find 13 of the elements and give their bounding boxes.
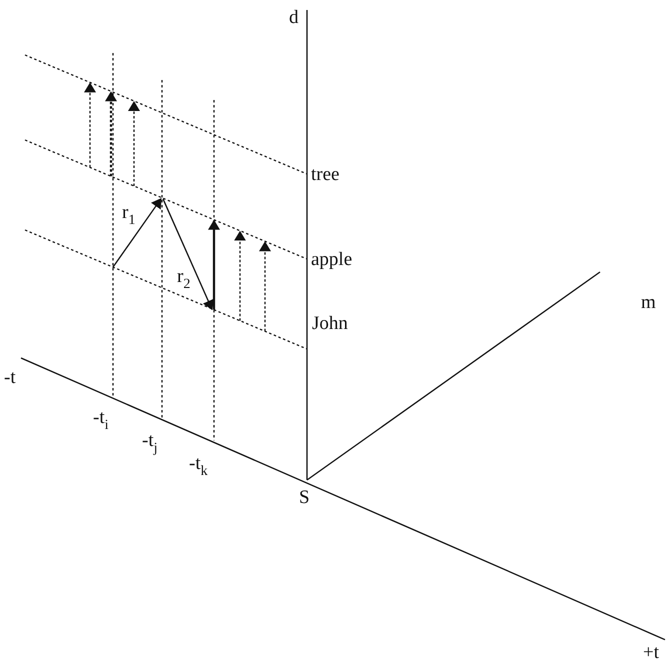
tick-label: -t$_{i}$ (93, 408, 108, 433)
axis-label: d (289, 8, 298, 27)
axis-label: m (641, 293, 656, 312)
row-label: tree (311, 165, 340, 184)
origin-label: S (299, 488, 310, 507)
axis-label: -t (4, 368, 16, 387)
axis-label: +t (643, 643, 659, 662)
arrow-label: r$_{1}$ (122, 203, 136, 228)
tick-label: -t$_{k}$ (189, 454, 208, 479)
row-label: John (312, 314, 348, 333)
tick-label: -t$_{j}$ (142, 431, 158, 456)
row-label: apple (311, 250, 352, 269)
arrow-label: r$_{2}$ (177, 267, 190, 292)
